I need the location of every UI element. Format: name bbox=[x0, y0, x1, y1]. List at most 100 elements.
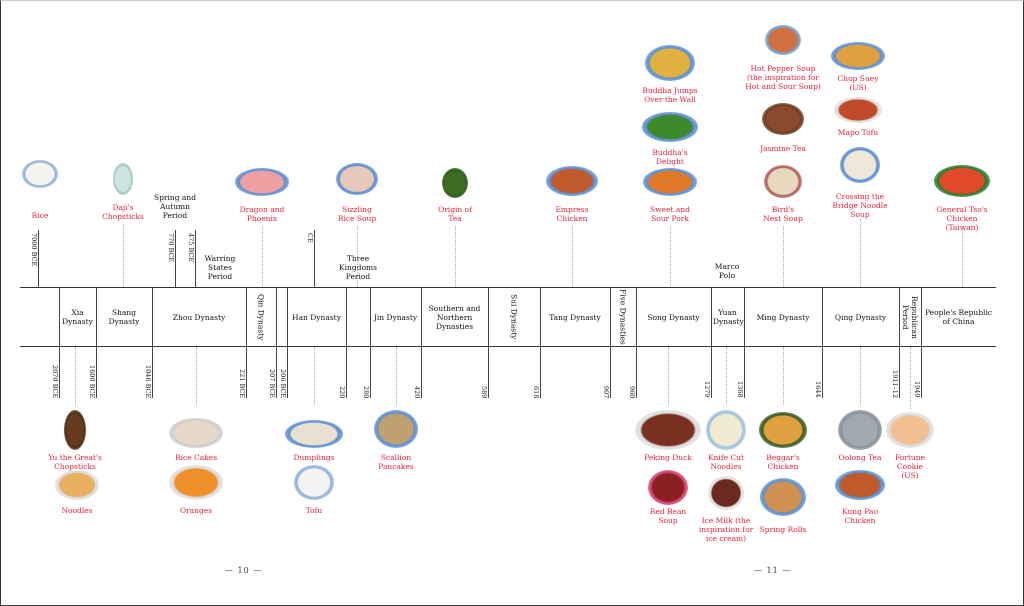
food-label: Noodles bbox=[61, 506, 93, 515]
dynasty-label: Yuan Dynasty bbox=[713, 308, 744, 326]
date-label: 420 bbox=[413, 385, 421, 398]
food-illustration-icon bbox=[374, 410, 418, 448]
era-divider bbox=[276, 287, 277, 398]
era-divider bbox=[921, 287, 922, 398]
food-illustration-icon bbox=[336, 163, 378, 195]
date-label: 206 BCE bbox=[279, 368, 287, 398]
dynasty-cell: Qin Dynasty bbox=[246, 288, 276, 346]
date-label: 1046 BCE bbox=[144, 364, 152, 398]
era-marker-line bbox=[38, 230, 39, 287]
food-illustration-icon bbox=[838, 410, 882, 450]
food-illustration-icon bbox=[169, 465, 223, 500]
food-label: Mapo Tofu bbox=[837, 128, 879, 137]
food-illustration-icon bbox=[22, 160, 58, 188]
food-illustration-icon bbox=[285, 420, 343, 448]
food-illustration-icon bbox=[635, 410, 701, 450]
food-illustration-icon bbox=[442, 168, 468, 198]
food-label: Rice Cakes bbox=[174, 453, 218, 462]
dynasty-cell: Southern and Northern Dynasties bbox=[421, 288, 488, 346]
connector-line bbox=[726, 347, 727, 405]
food-illustration-icon bbox=[834, 97, 882, 123]
dynasty-label: Zhou Dynasty bbox=[172, 312, 226, 322]
date-label: 221 BCE bbox=[238, 368, 246, 398]
date-label: 1911–12 bbox=[891, 369, 899, 398]
food-label: Buddha Jumps Over the Wall bbox=[642, 86, 698, 104]
era-divider bbox=[488, 287, 489, 398]
dynasty-label: Han Dynasty bbox=[292, 312, 341, 322]
dynasty-cell: Ming Dynasty bbox=[744, 288, 822, 346]
era-divider bbox=[744, 287, 745, 398]
dynasty-cell: Tang Dynasty bbox=[540, 288, 610, 346]
dynasty-cell: Zhou Dynasty bbox=[152, 288, 246, 346]
era-marker-line bbox=[175, 230, 176, 287]
food-illustration-icon bbox=[759, 412, 807, 448]
era-divider bbox=[636, 287, 637, 398]
food-label: Knife Cut Noodles bbox=[707, 453, 744, 471]
food-illustration-icon bbox=[934, 165, 990, 197]
connector-line bbox=[314, 347, 315, 405]
dynasty-cell: Sui Dynasty bbox=[488, 288, 540, 346]
food-illustration-icon bbox=[764, 165, 802, 198]
date-label: 2070 BCE bbox=[51, 364, 59, 398]
dynasty-cell: Yuan Dynasty bbox=[711, 288, 744, 346]
food-label: Chop Suey (US) bbox=[837, 74, 879, 92]
food-illustration-icon bbox=[706, 410, 746, 450]
date-label: 207 BCE bbox=[268, 368, 276, 398]
food-label: Oolong Tea bbox=[838, 453, 882, 462]
connector-line bbox=[783, 347, 784, 405]
dynasty-cell: Han Dynasty bbox=[287, 288, 346, 346]
food-label: Red Bean Soup bbox=[649, 507, 687, 525]
connector-line bbox=[962, 226, 963, 287]
connector-line bbox=[572, 226, 573, 287]
dynasty-label: Ming Dynasty bbox=[756, 312, 810, 322]
food-label: Dragon and Phoenix bbox=[239, 205, 285, 223]
era-divider bbox=[346, 287, 347, 398]
connector-line bbox=[670, 226, 671, 287]
dynasty-label: People's Republic of China bbox=[924, 308, 993, 326]
dynasty-label: Qin Dynasty bbox=[256, 293, 266, 341]
food-illustration-icon bbox=[169, 418, 223, 448]
food-illustration-icon bbox=[113, 163, 133, 195]
page-number-left: — 10 — bbox=[225, 566, 263, 575]
connector-line bbox=[860, 347, 861, 405]
date-label: 280 bbox=[362, 385, 370, 398]
dynasty-label: Five Dynasties bbox=[618, 289, 628, 345]
date-label: 1949 bbox=[913, 381, 921, 398]
food-label: Crossing the Bridge Noodle Soup bbox=[832, 192, 888, 219]
food-label: Oranges bbox=[179, 506, 213, 515]
dynasty-cell: Jin Dynasty bbox=[370, 288, 421, 346]
connector-line bbox=[75, 347, 76, 405]
food-illustration-icon bbox=[708, 476, 744, 510]
era-marker-line bbox=[195, 230, 196, 287]
food-illustration-icon bbox=[831, 42, 885, 70]
dynasty-label: Xia Dynasty bbox=[62, 308, 93, 326]
connector-line bbox=[196, 347, 197, 405]
era-divider bbox=[96, 287, 97, 398]
period-label: Spring and Autumn Period bbox=[153, 193, 197, 220]
date-label: 7000 BCE bbox=[30, 233, 38, 267]
period-label: Three Kingdoms Period bbox=[339, 254, 377, 281]
food-illustration-icon bbox=[762, 103, 804, 135]
date-label: 1368 bbox=[736, 381, 744, 398]
food-illustration-icon bbox=[546, 166, 598, 196]
dynasty-label: Shang Dynasty bbox=[108, 308, 140, 326]
dynasty-label: Qing Dynasty bbox=[834, 312, 887, 322]
connector-line bbox=[123, 224, 124, 287]
era-divider bbox=[822, 287, 823, 398]
period-label: Warring States Period bbox=[204, 254, 236, 281]
food-label: Ice Milk (the inspiration for ice cream) bbox=[698, 516, 754, 543]
timeline-top-line bbox=[20, 287, 996, 288]
dynasty-label: Sui Dynasty bbox=[509, 294, 519, 340]
dynasty-cell: Republican Period bbox=[899, 288, 921, 346]
era-divider bbox=[421, 287, 422, 398]
dynasty-label: Republican Period bbox=[901, 295, 919, 339]
connector-line bbox=[910, 347, 911, 409]
food-label: Rice bbox=[31, 211, 49, 220]
period-label: Marco Polo bbox=[714, 262, 740, 280]
food-illustration-icon bbox=[294, 465, 334, 500]
food-label: Origin of Tea bbox=[438, 205, 472, 223]
dynasty-cell: Five Dynasties bbox=[610, 288, 636, 346]
date-label: 220 bbox=[338, 385, 346, 398]
food-label: Sweet and Sour Pork bbox=[650, 205, 690, 223]
era-divider bbox=[370, 287, 371, 398]
